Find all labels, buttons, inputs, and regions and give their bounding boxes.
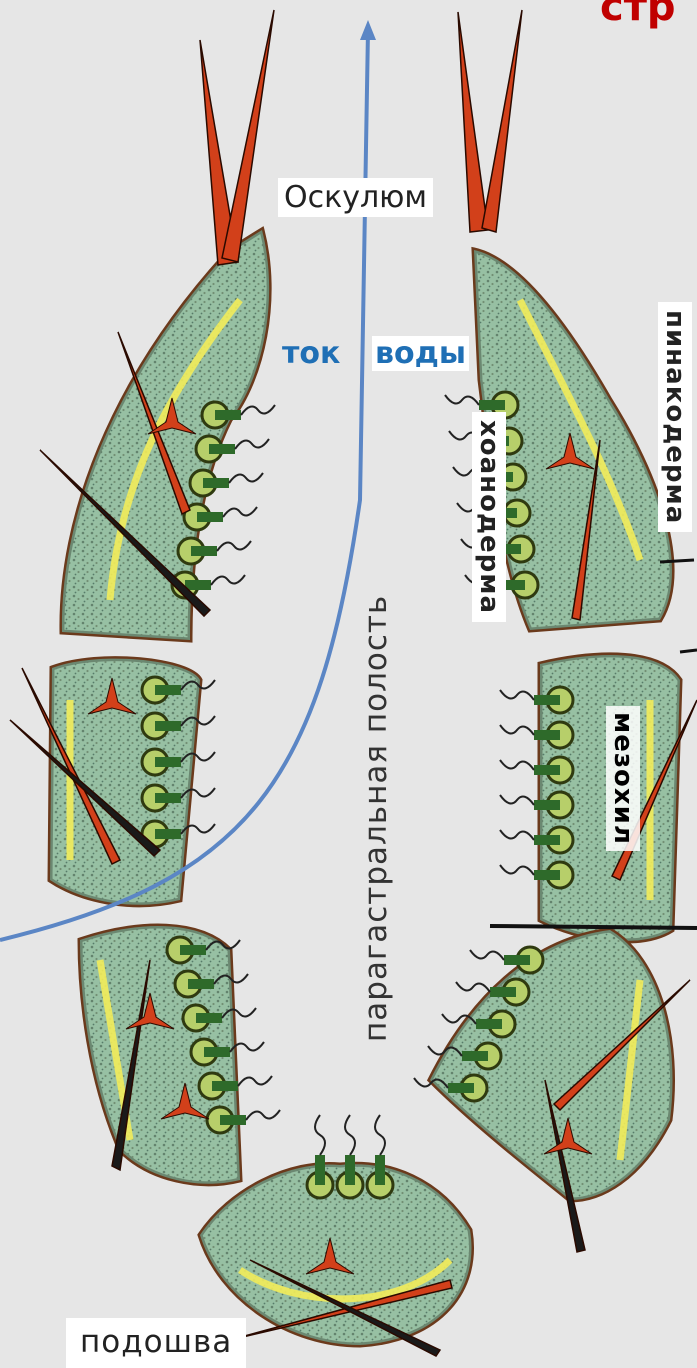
collar-1-5 bbox=[191, 546, 217, 556]
collar-1-4 bbox=[197, 512, 223, 522]
osculum-label: Оскулюм bbox=[278, 178, 433, 217]
sole-label: подошва bbox=[66, 1318, 246, 1368]
collar-5-3 bbox=[196, 1013, 222, 1023]
spicule-2 bbox=[222, 10, 274, 262]
collar-3-2 bbox=[155, 721, 181, 731]
collar-5-6 bbox=[220, 1115, 246, 1125]
flagellum-1-6 bbox=[211, 575, 245, 585]
flagellum-4-4 bbox=[500, 795, 534, 805]
flagellum-1-4 bbox=[223, 507, 257, 517]
collar-3-5 bbox=[155, 829, 181, 839]
collar-5-5 bbox=[212, 1081, 238, 1091]
collar-3-4 bbox=[155, 793, 181, 803]
flagellum-1-1 bbox=[241, 405, 275, 415]
slide-title-fragment: стр bbox=[600, 0, 676, 30]
flagellum-6-2 bbox=[456, 982, 490, 992]
mesohyl-label: мезохил bbox=[606, 706, 640, 851]
collar-3-3 bbox=[155, 757, 181, 767]
flagellum-2-1 bbox=[445, 395, 479, 405]
spicule-4 bbox=[482, 10, 522, 232]
collar-1-1 bbox=[215, 410, 241, 420]
spicule-3 bbox=[458, 12, 488, 232]
collar-1-3 bbox=[203, 478, 229, 488]
pinacoderm-label: пинакодерма bbox=[658, 302, 692, 532]
flagellum-4-5 bbox=[500, 830, 534, 840]
collar-6-3 bbox=[476, 1019, 502, 1029]
flagellum-1-5 bbox=[217, 541, 251, 551]
collar-4-1 bbox=[534, 695, 560, 705]
choanoderm-label: хоанодерма bbox=[472, 412, 506, 622]
flagellum-4-6 bbox=[500, 865, 534, 875]
water-flow-arrowhead bbox=[360, 20, 376, 40]
choanoderm-pointer bbox=[490, 926, 697, 928]
collar-2-1 bbox=[479, 400, 505, 410]
collar-6-4 bbox=[462, 1051, 488, 1061]
collar-5-2 bbox=[188, 979, 214, 989]
collar-4-6 bbox=[534, 870, 560, 880]
mesohyl-layer-6 bbox=[430, 930, 673, 1200]
collar-4-3 bbox=[534, 765, 560, 775]
collar-6-5 bbox=[448, 1083, 474, 1093]
flagellum-6-1 bbox=[470, 950, 504, 960]
collar-7-1 bbox=[315, 1155, 325, 1185]
collar-7-2 bbox=[345, 1155, 355, 1185]
flagellum-4-2 bbox=[500, 725, 534, 735]
collar-6-2 bbox=[490, 987, 516, 997]
collar-4-5 bbox=[534, 835, 560, 845]
collar-1-2 bbox=[209, 444, 235, 454]
paragastral-cavity-label: парагастральная полость bbox=[358, 595, 394, 1042]
water-flow-label-1: ток bbox=[282, 336, 340, 371]
flagellum-1-2 bbox=[235, 439, 269, 449]
flagellum-5-5 bbox=[238, 1076, 272, 1086]
mesohyl-pointer bbox=[680, 650, 697, 652]
flagellum-7-2 bbox=[345, 1115, 355, 1155]
water-flow-label-2: воды bbox=[372, 336, 469, 371]
mesohyl-layer-1 bbox=[62, 230, 269, 640]
collar-6-1 bbox=[504, 955, 530, 965]
flagellum-4-1 bbox=[500, 690, 534, 700]
collar-3-1 bbox=[155, 685, 181, 695]
collar-4-4 bbox=[534, 800, 560, 810]
collar-7-3 bbox=[375, 1155, 385, 1185]
flagellum-4-3 bbox=[500, 760, 534, 770]
flagellum-5-6 bbox=[246, 1110, 280, 1120]
flagellum-7-1 bbox=[315, 1115, 325, 1155]
collar-4-2 bbox=[534, 730, 560, 740]
collar-5-1 bbox=[180, 945, 206, 955]
flagellum-1-3 bbox=[229, 473, 263, 483]
pinacoderm-pointer bbox=[660, 560, 694, 562]
collar-5-4 bbox=[204, 1047, 230, 1057]
flagellum-7-3 bbox=[375, 1115, 385, 1155]
collar-1-6 bbox=[185, 580, 211, 590]
